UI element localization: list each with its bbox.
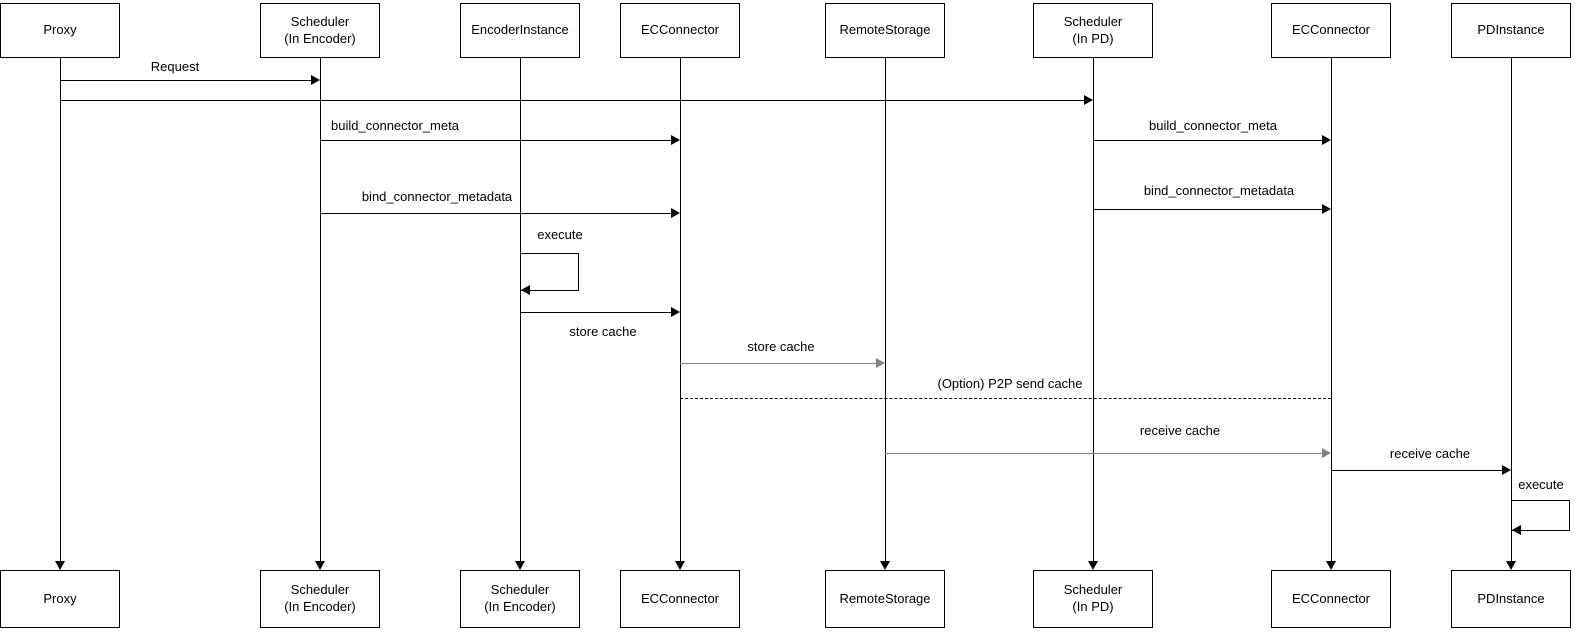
message-label-store-cache-2: store cache [745,339,817,354]
message-line-build-connector-meta-enc [320,140,671,141]
message-line-request [60,80,311,81]
message-line-bind-connector-metadata-pd [1093,209,1322,210]
message-label-build-connector-meta-enc: build_connector_meta [329,118,461,133]
arrow-right-icon [671,307,680,317]
lifeline-encoder-instance [520,58,521,561]
arrow-right-icon [671,135,680,145]
actor-bottom-ec-connector-enc: ECConnector [620,570,740,628]
arrow-left-icon [1512,525,1521,535]
actor-top-ec-connector-pd: ECConnector [1271,3,1391,58]
actor-bottom-remote-storage: RemoteStorage [825,570,945,628]
lifeline-arrow-down-icon [880,561,890,570]
self-loop-execute-pd [1512,500,1570,531]
actor-bottom-ec-connector-pd: ECConnector [1271,570,1391,628]
lifeline-ec-connector-enc [680,58,681,561]
message-label-p2p-send-cache: (Option) P2P send cache [935,376,1085,391]
message-label-bind-connector-metadata-pd: bind_connector_metadata [1141,183,1297,198]
message-label-receive-cache-2: receive cache [1387,446,1473,461]
lifeline-scheduler-pd [1093,58,1094,561]
actor-bottom-pd-instance: PDInstance [1451,570,1571,628]
arrow-right-icon [311,75,320,85]
message-line-bind-connector-metadata-enc [320,213,671,214]
message-label-bind-connector-metadata-enc: bind_connector_metadata [359,189,515,204]
actor-bottom-encoder-instance: Scheduler (In Encoder) [460,570,580,628]
actor-top-pd-instance: PDInstance [1451,3,1571,58]
message-line-store-cache-1 [520,312,671,313]
lifeline-scheduler-encoder [320,58,321,561]
lifeline-arrow-down-icon [1506,561,1516,570]
actor-top-scheduler-pd: Scheduler (In PD) [1033,3,1153,58]
arrow-right-icon [876,358,885,368]
message-label-build-connector-meta-pd: build_connector_meta [1147,118,1279,133]
arrow-right-icon [1322,135,1331,145]
actor-bottom-scheduler-encoder: Scheduler (In Encoder) [260,570,380,628]
message-line-store-cache-2 [680,363,876,364]
lifeline-pd-instance [1511,58,1512,561]
lifeline-arrow-down-icon [55,561,65,570]
lifeline-arrow-down-icon [675,561,685,570]
lifeline-arrow-down-icon [515,561,525,570]
actor-top-encoder-instance: EncoderInstance [460,3,580,58]
arrow-right-icon [1322,204,1331,214]
actor-top-proxy: Proxy [0,3,120,58]
actor-top-scheduler-encoder: Scheduler (In Encoder) [260,3,380,58]
actor-bottom-proxy: Proxy [0,570,120,628]
arrow-right-icon [671,208,680,218]
message-label-store-cache-1: store cache [567,324,639,339]
arrow-right-icon [1502,465,1511,475]
arrow-right-icon [1084,95,1093,105]
message-line-build-connector-meta-pd [1093,140,1322,141]
actor-bottom-scheduler-pd: Scheduler (In PD) [1033,570,1153,628]
message-line-receive-cache-1 [885,453,1322,454]
lifeline-remote-storage [885,58,886,561]
lifeline-arrow-down-icon [1326,561,1336,570]
actor-top-ec-connector-enc: ECConnector [620,3,740,58]
message-line-p2p-send-cache [680,398,1331,399]
lifeline-arrow-down-icon [315,561,325,570]
lifeline-proxy [60,58,61,561]
self-loop-execute-encoder [521,253,579,291]
lifeline-arrow-down-icon [1088,561,1098,570]
arrow-right-icon [1322,448,1331,458]
message-label-execute-pd: execute [1516,477,1566,492]
message-label-execute-encoder: execute [535,227,585,242]
message-label-receive-cache-1: receive cache [1137,423,1223,438]
message-label-request: Request [148,59,202,74]
message-line-receive-cache-2 [1331,470,1502,471]
lifeline-ec-connector-pd [1331,58,1332,561]
message-line-proxy-to-scheduler-pd [60,100,1084,101]
arrow-left-icon [521,285,530,295]
actor-top-remote-storage: RemoteStorage [825,3,945,58]
